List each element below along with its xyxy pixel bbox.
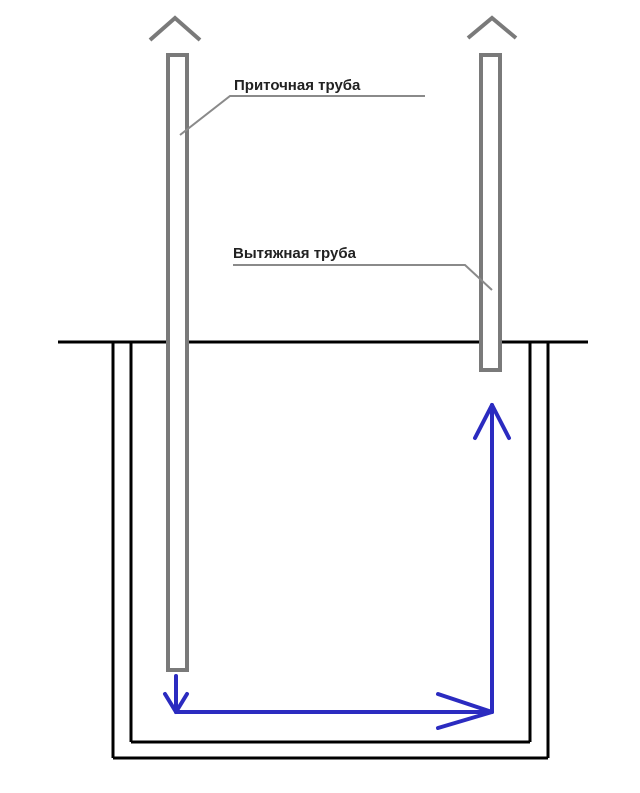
exhaust-pipe-label: Вытяжная труба (233, 245, 356, 262)
exhaust-leader-line (233, 264, 493, 291)
airflow-path (163, 403, 511, 730)
exhaust-pipe (479, 53, 502, 372)
intake-pipe-cap (148, 15, 202, 42)
intake-pipe (166, 53, 189, 672)
intake-leader-line (179, 95, 425, 136)
intake-pipe-label: Приточная труба (234, 77, 361, 94)
airflow-up-arrowhead (473, 403, 511, 440)
exhaust-pipe-cap (466, 15, 518, 40)
